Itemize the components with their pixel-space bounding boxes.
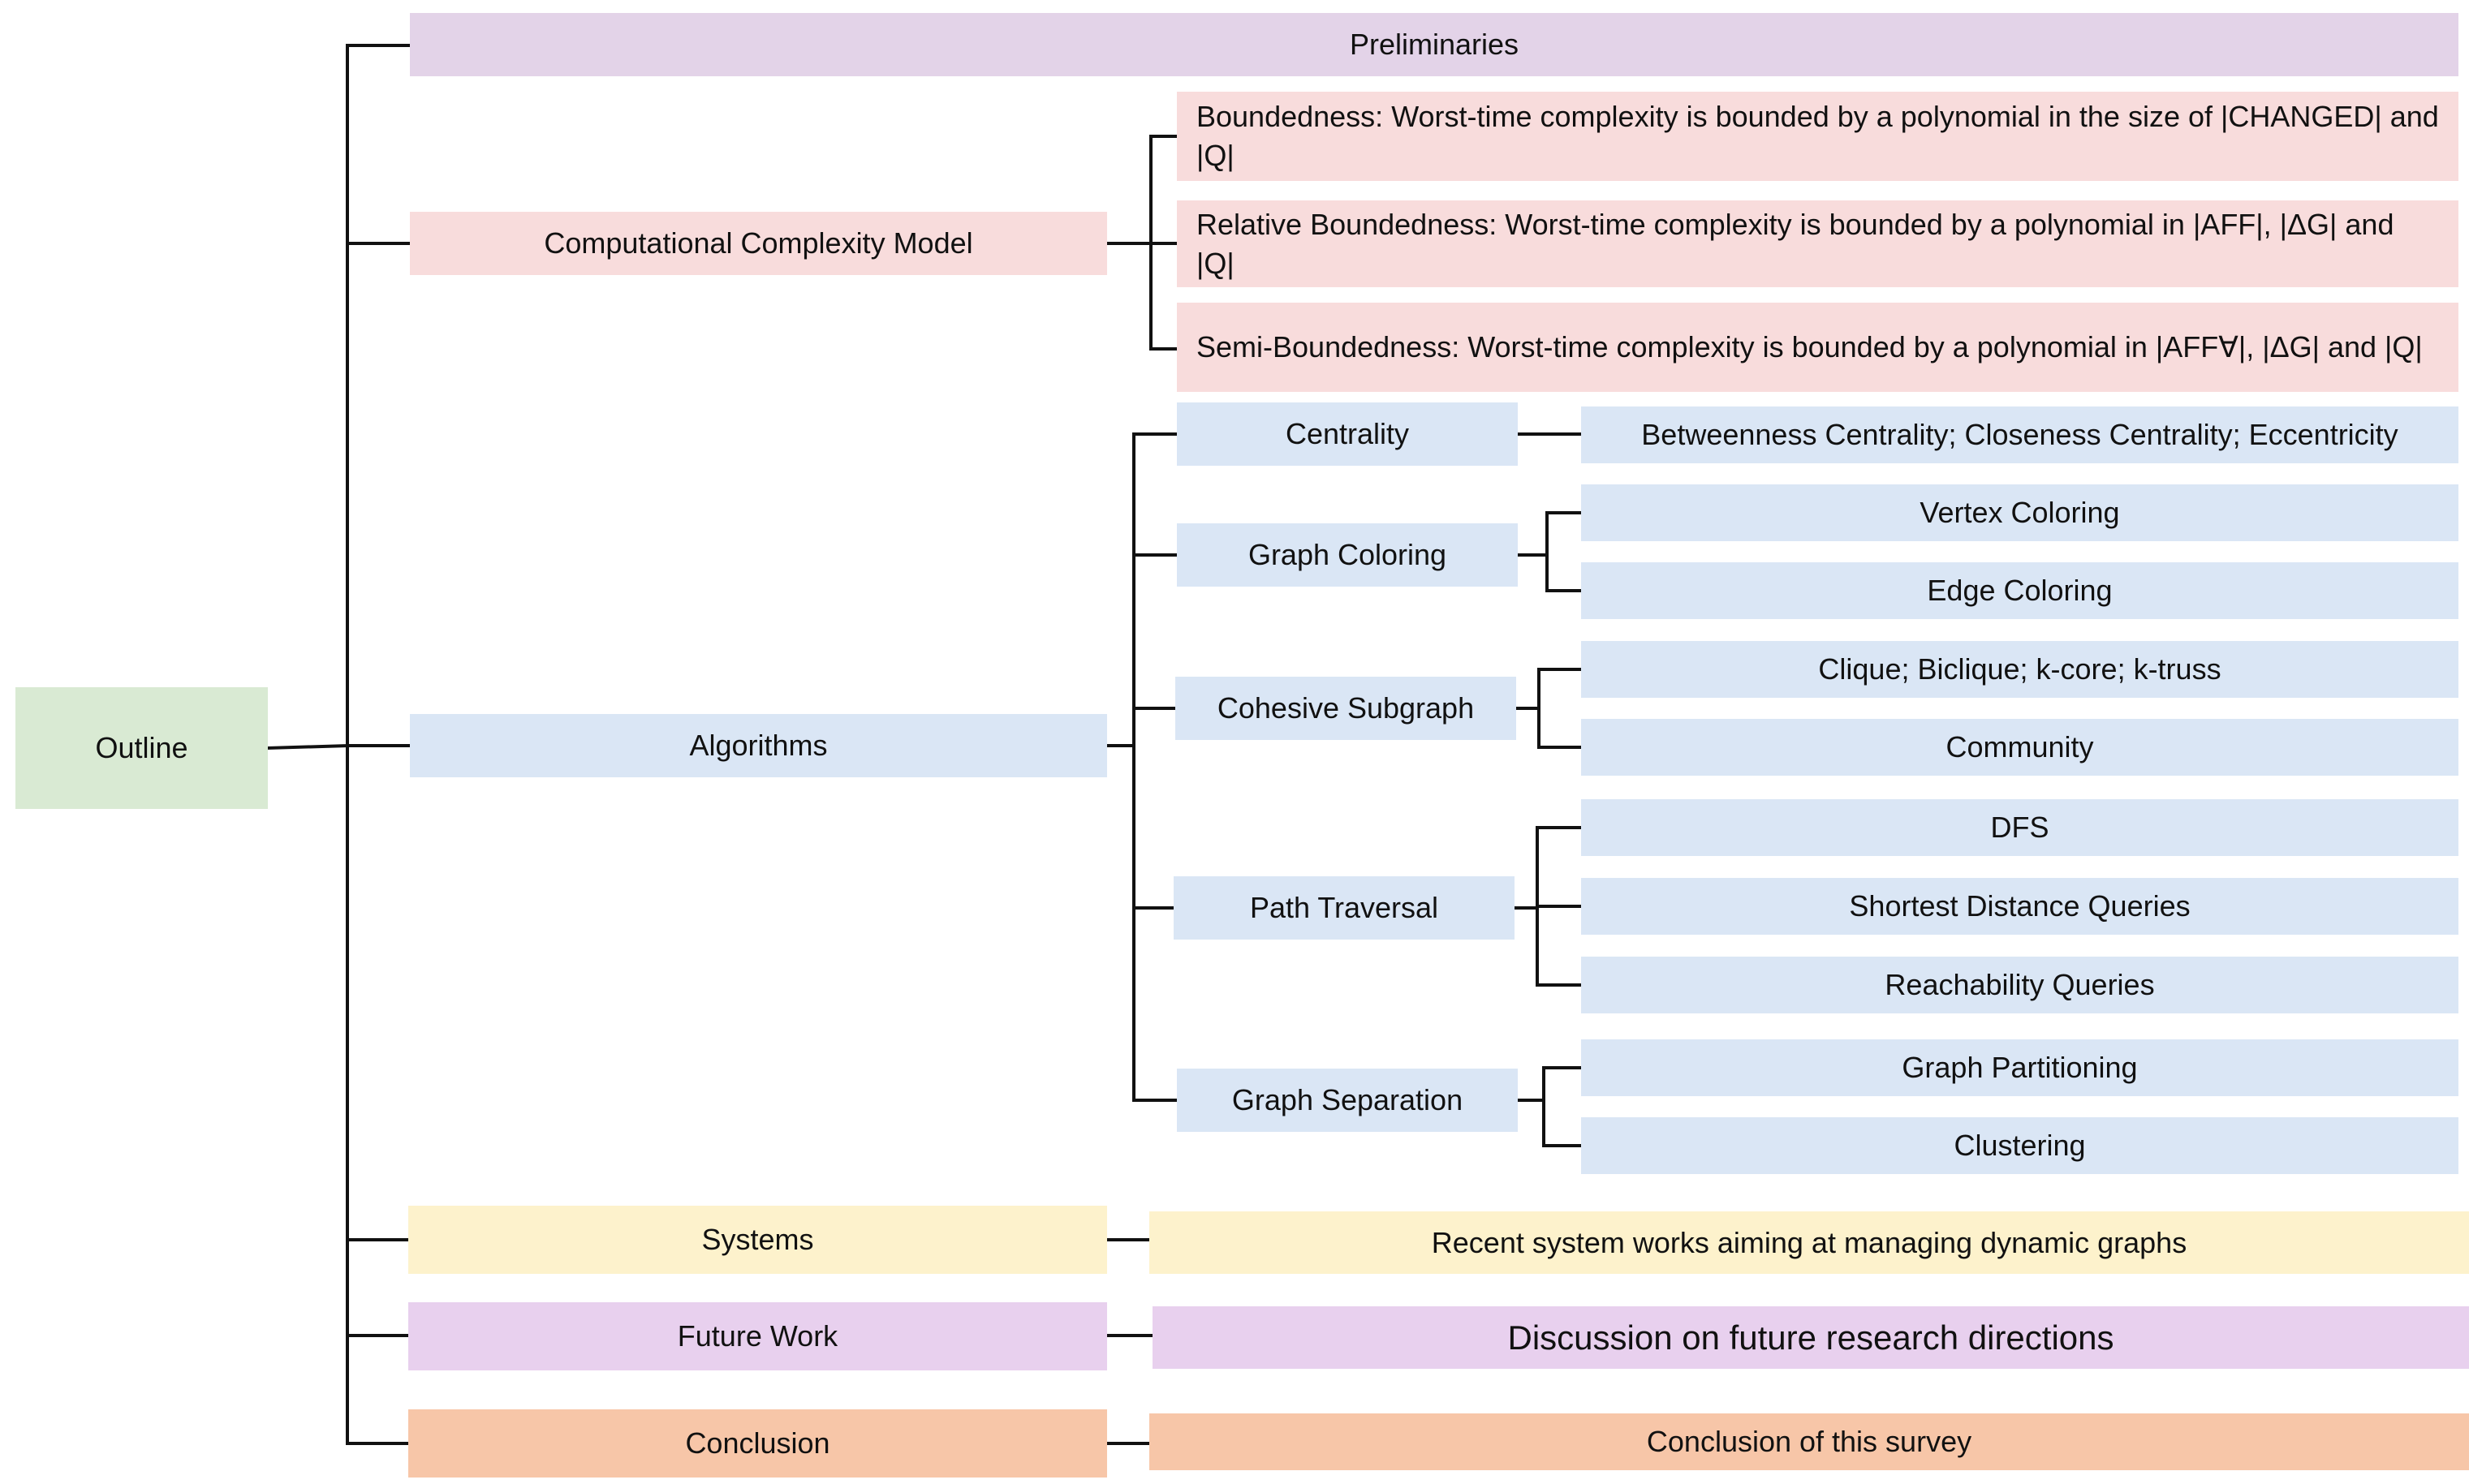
graph-coloring-node: Graph Coloring [1177,523,1518,587]
graph-partitioning-leaf: Graph Partitioning [1581,1039,2458,1096]
edge-coloring-leaf: Edge Coloring [1581,562,2458,619]
clique-biclique-core-truss-leaf: Clique; Biclique; k-core; k-truss [1581,641,2458,698]
cohesive-subgraph-node: Cohesive Subgraph [1175,677,1516,740]
shortest-distance-queries-leaf: Shortest Distance Queries [1581,878,2458,935]
dfs-leaf: DFS [1581,799,2458,856]
path-traversal-node: Path Traversal [1174,876,1515,940]
systems-node: Systems [408,1206,1107,1274]
outline-root-node: Outline [15,687,268,809]
reachability-queries-leaf: Reachability Queries [1581,957,2458,1013]
centrality-node: Centrality [1177,402,1518,466]
future-work-detail: Discussion on future research directions [1153,1306,2469,1369]
boundedness-definition: Boundedness: Worst-time complexity is bo… [1177,92,2458,181]
conclusion-detail: Conclusion of this survey [1149,1413,2469,1470]
graph-separation-node: Graph Separation [1177,1069,1518,1132]
vertex-coloring-leaf: Vertex Coloring [1581,484,2458,541]
clustering-leaf: Clustering [1581,1117,2458,1174]
centrality-measures-leaf: Betweenness Centrality; Closeness Centra… [1581,406,2458,463]
semi-boundedness-definition: Semi-Boundedness: Worst-time complexity … [1177,303,2458,392]
conclusion-node: Conclusion [408,1409,1107,1478]
relative-boundedness-definition: Relative Boundedness: Worst-time complex… [1177,200,2458,287]
future-work-node: Future Work [408,1302,1107,1370]
complexity-model-node: Computational Complexity Model [410,212,1107,275]
algorithms-node: Algorithms [410,714,1107,777]
community-leaf: Community [1581,719,2458,776]
preliminaries-node: Preliminaries [410,13,2458,76]
systems-detail: Recent system works aiming at managing d… [1149,1211,2469,1274]
